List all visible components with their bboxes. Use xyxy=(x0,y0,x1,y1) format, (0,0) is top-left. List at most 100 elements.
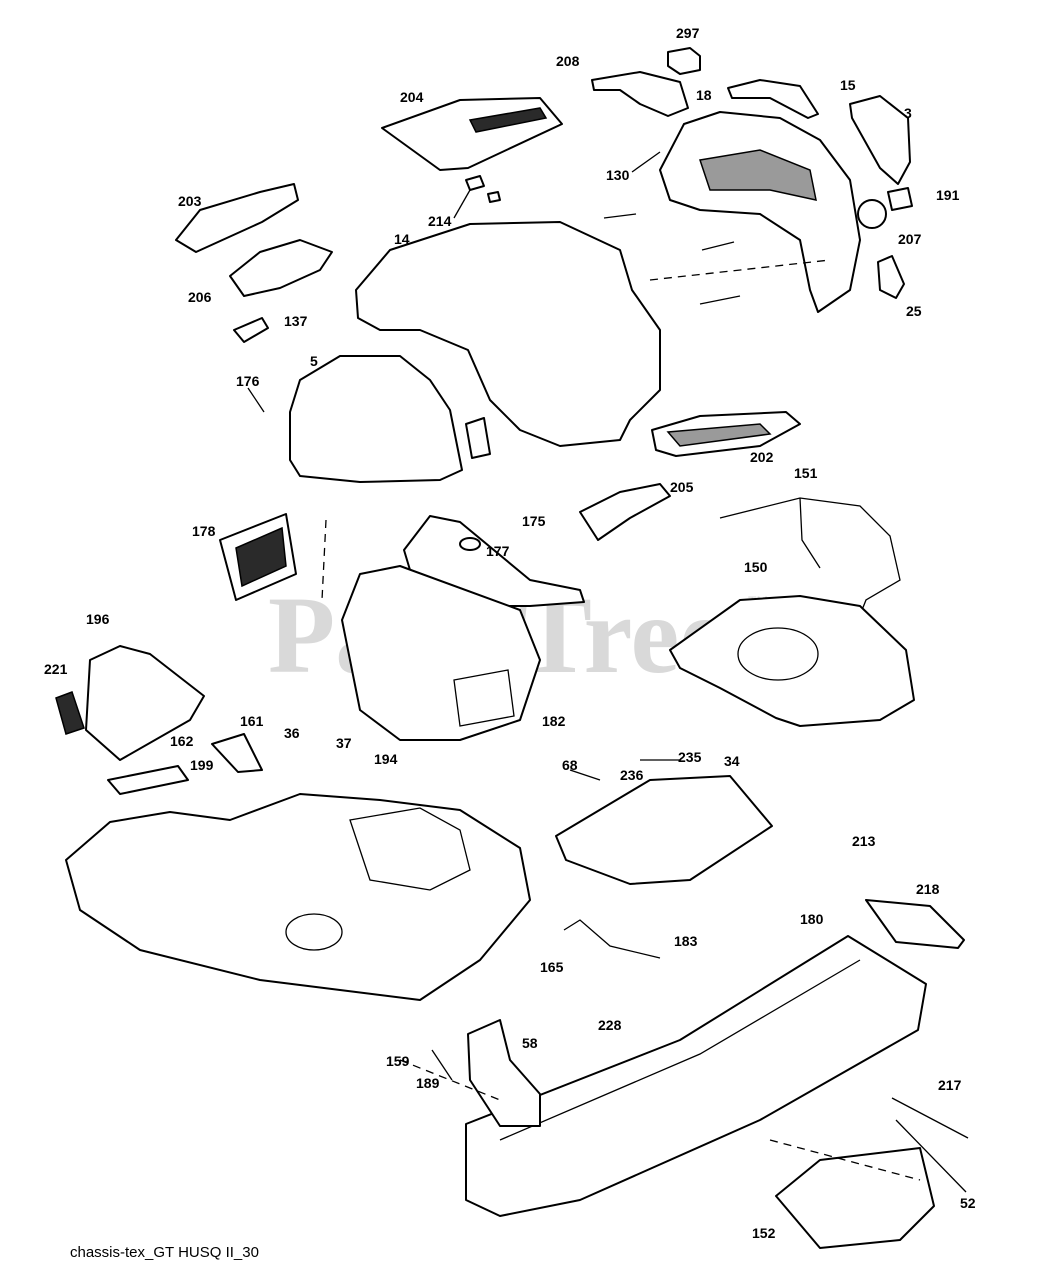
part-182-window xyxy=(453,669,515,727)
label-182: 182 xyxy=(542,713,566,729)
label-183: 183 xyxy=(674,933,698,949)
label-161: 161 xyxy=(240,713,264,729)
dash-skid xyxy=(769,1139,921,1181)
leader-130a xyxy=(631,151,661,173)
part-214b xyxy=(487,191,501,203)
part-217 xyxy=(891,1097,969,1139)
label-3: 3 xyxy=(904,105,912,121)
part-199 xyxy=(107,765,189,795)
part-3 xyxy=(849,95,911,185)
part-161 xyxy=(211,733,263,773)
label-214: 214 xyxy=(428,213,452,229)
label-236: 236 xyxy=(620,767,644,783)
part-205 xyxy=(579,483,671,541)
part-202-mesh xyxy=(666,423,772,447)
label-206: 206 xyxy=(188,289,212,305)
part-151 xyxy=(719,497,901,611)
label-297: 297 xyxy=(676,25,700,41)
diagram-caption: chassis-tex_GT HUSQ II_30 xyxy=(70,1244,259,1261)
label-205: 205 xyxy=(670,479,694,495)
label-58: 58 xyxy=(522,1035,538,1051)
label-202: 202 xyxy=(750,449,774,465)
part-221 xyxy=(55,691,85,735)
label-150: 150 xyxy=(744,559,768,575)
part-25 xyxy=(877,255,905,299)
part-196 xyxy=(85,645,205,761)
part-182 xyxy=(341,565,541,741)
part-178-slots xyxy=(235,526,287,588)
part-34 xyxy=(555,775,773,885)
label-221: 221 xyxy=(44,661,68,677)
label-68: 68 xyxy=(562,757,578,773)
part-177 xyxy=(459,537,481,551)
label-36: 36 xyxy=(284,725,300,741)
label-165: 165 xyxy=(540,959,564,975)
label-137: 137 xyxy=(284,313,308,329)
label-14: 14 xyxy=(394,231,410,247)
label-52: 52 xyxy=(960,1195,976,1211)
parts-group xyxy=(55,47,969,1249)
leader-189 xyxy=(431,1049,453,1081)
part-5 xyxy=(289,355,463,483)
part-137 xyxy=(233,317,269,343)
label-217: 217 xyxy=(938,1077,962,1093)
label-34: 34 xyxy=(724,753,740,769)
label-207: 207 xyxy=(898,231,922,247)
label-151: 151 xyxy=(794,465,818,481)
part-18 xyxy=(659,111,861,313)
part-37 xyxy=(65,793,531,1001)
part-15 xyxy=(727,79,819,119)
label-5: 5 xyxy=(310,353,318,369)
label-159: 159 xyxy=(386,1053,410,1069)
label-199: 199 xyxy=(190,757,214,773)
leader-130b xyxy=(603,213,637,219)
label-175: 175 xyxy=(522,513,546,529)
label-180: 180 xyxy=(800,911,824,927)
label-177: 177 xyxy=(486,543,510,559)
label-213: 213 xyxy=(852,833,876,849)
label-191: 191 xyxy=(936,187,960,203)
label-196: 196 xyxy=(86,611,110,627)
part-214 xyxy=(465,175,485,191)
label-176: 176 xyxy=(236,373,260,389)
dash-frame xyxy=(399,1059,501,1101)
label-130: 130 xyxy=(606,167,630,183)
part-37-panel xyxy=(349,807,471,891)
label-194: 194 xyxy=(374,751,398,767)
label-204: 204 xyxy=(400,89,424,105)
assembly-lines xyxy=(321,259,921,1181)
label-235: 235 xyxy=(678,749,702,765)
leader-52 xyxy=(895,1119,967,1193)
part-137b xyxy=(465,417,491,459)
part-204-vents xyxy=(468,107,548,133)
part-203 xyxy=(175,183,299,253)
part-180 xyxy=(465,935,927,1217)
leader-130c xyxy=(701,241,735,251)
part-37-hole xyxy=(285,913,343,951)
label-25: 25 xyxy=(906,303,922,319)
part-150 xyxy=(669,595,915,727)
part-207 xyxy=(857,199,887,229)
part-150-hole xyxy=(737,627,819,681)
part-297 xyxy=(667,47,701,75)
leader-130d xyxy=(699,295,741,305)
part-14 xyxy=(355,221,661,447)
label-228: 228 xyxy=(598,1017,622,1033)
part-18-grille xyxy=(699,149,817,201)
label-189: 189 xyxy=(416,1075,440,1091)
leader-lines xyxy=(247,151,967,1193)
part-labels: 297 208 15 18 3 204 130 191 207 214 203 … xyxy=(44,25,976,1241)
leader-214 xyxy=(453,189,471,219)
label-218: 218 xyxy=(916,881,940,897)
part-58 xyxy=(467,1019,541,1127)
label-37: 37 xyxy=(336,735,352,751)
label-203: 203 xyxy=(178,193,202,209)
part-208 xyxy=(591,71,689,117)
part-180-rail xyxy=(499,959,861,1141)
label-18: 18 xyxy=(696,87,712,103)
dash-130 xyxy=(649,259,831,281)
label-162: 162 xyxy=(170,733,194,749)
part-165 xyxy=(563,919,661,959)
label-15: 15 xyxy=(840,77,856,93)
